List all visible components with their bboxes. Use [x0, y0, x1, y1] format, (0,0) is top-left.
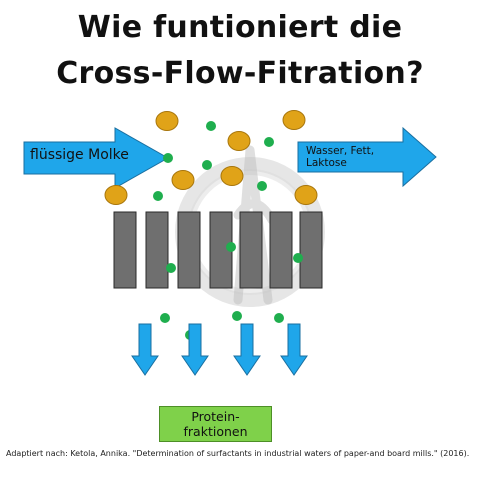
down-arrow-icon [233, 323, 261, 376]
small-particle-icon [163, 153, 173, 163]
source-footnote: Adaptiert nach: Ketola, Annika. "Determi… [6, 449, 470, 458]
outflow-label: Wasser, Fett, Laktose [306, 145, 416, 169]
small-particle-icon [232, 311, 242, 321]
page-title-line-1: Wie funtioniert die [77, 10, 403, 45]
small-particles [153, 121, 303, 340]
membrane-bar [113, 211, 137, 289]
down-arrow-icon [181, 323, 209, 376]
membrane-bar [269, 211, 293, 289]
large-particle-icon [104, 185, 128, 205]
small-particle-icon [206, 121, 216, 131]
membrane-bar [239, 211, 263, 289]
small-particle-icon [202, 160, 212, 170]
large-particle-icon [171, 170, 195, 190]
small-particle-icon [166, 263, 176, 273]
page-title-line-2: Cross-Flow-Fitration? [56, 56, 424, 91]
inflow-arrow [23, 127, 170, 189]
small-particle-icon [274, 313, 284, 323]
large-particle-icon [227, 131, 251, 151]
large-particle-icon [155, 111, 179, 131]
membrane [113, 211, 323, 289]
outflow-label-line-2: Laktose [306, 157, 347, 169]
small-particle-icon [257, 181, 267, 191]
small-particle-icon [160, 313, 170, 323]
down-arrow-icon [280, 323, 308, 376]
small-particle-icon [264, 137, 274, 147]
protein-fractions-box: Protein- fraktionen [159, 406, 272, 442]
membrane-bar [145, 211, 169, 289]
down-arrow-icon [131, 323, 159, 376]
inflow-label: flüssige Molke [30, 147, 129, 163]
large-particle-icon [220, 166, 244, 186]
large-particles [104, 110, 318, 205]
outflow-arrow [297, 126, 437, 188]
result-label-line-2: fraktionen [183, 424, 248, 439]
membrane-bar [177, 211, 201, 289]
small-particle-icon [153, 191, 163, 201]
large-particle-icon [282, 110, 306, 130]
membrane-bar [299, 211, 323, 289]
small-particle-icon [293, 253, 303, 263]
large-particle-icon [294, 185, 318, 205]
result-label-line-1: Protein- [191, 409, 240, 424]
filtrate-arrows [131, 323, 308, 376]
small-particle-icon [226, 242, 236, 252]
outflow-label-line-1: Wasser, Fett, [306, 145, 375, 157]
